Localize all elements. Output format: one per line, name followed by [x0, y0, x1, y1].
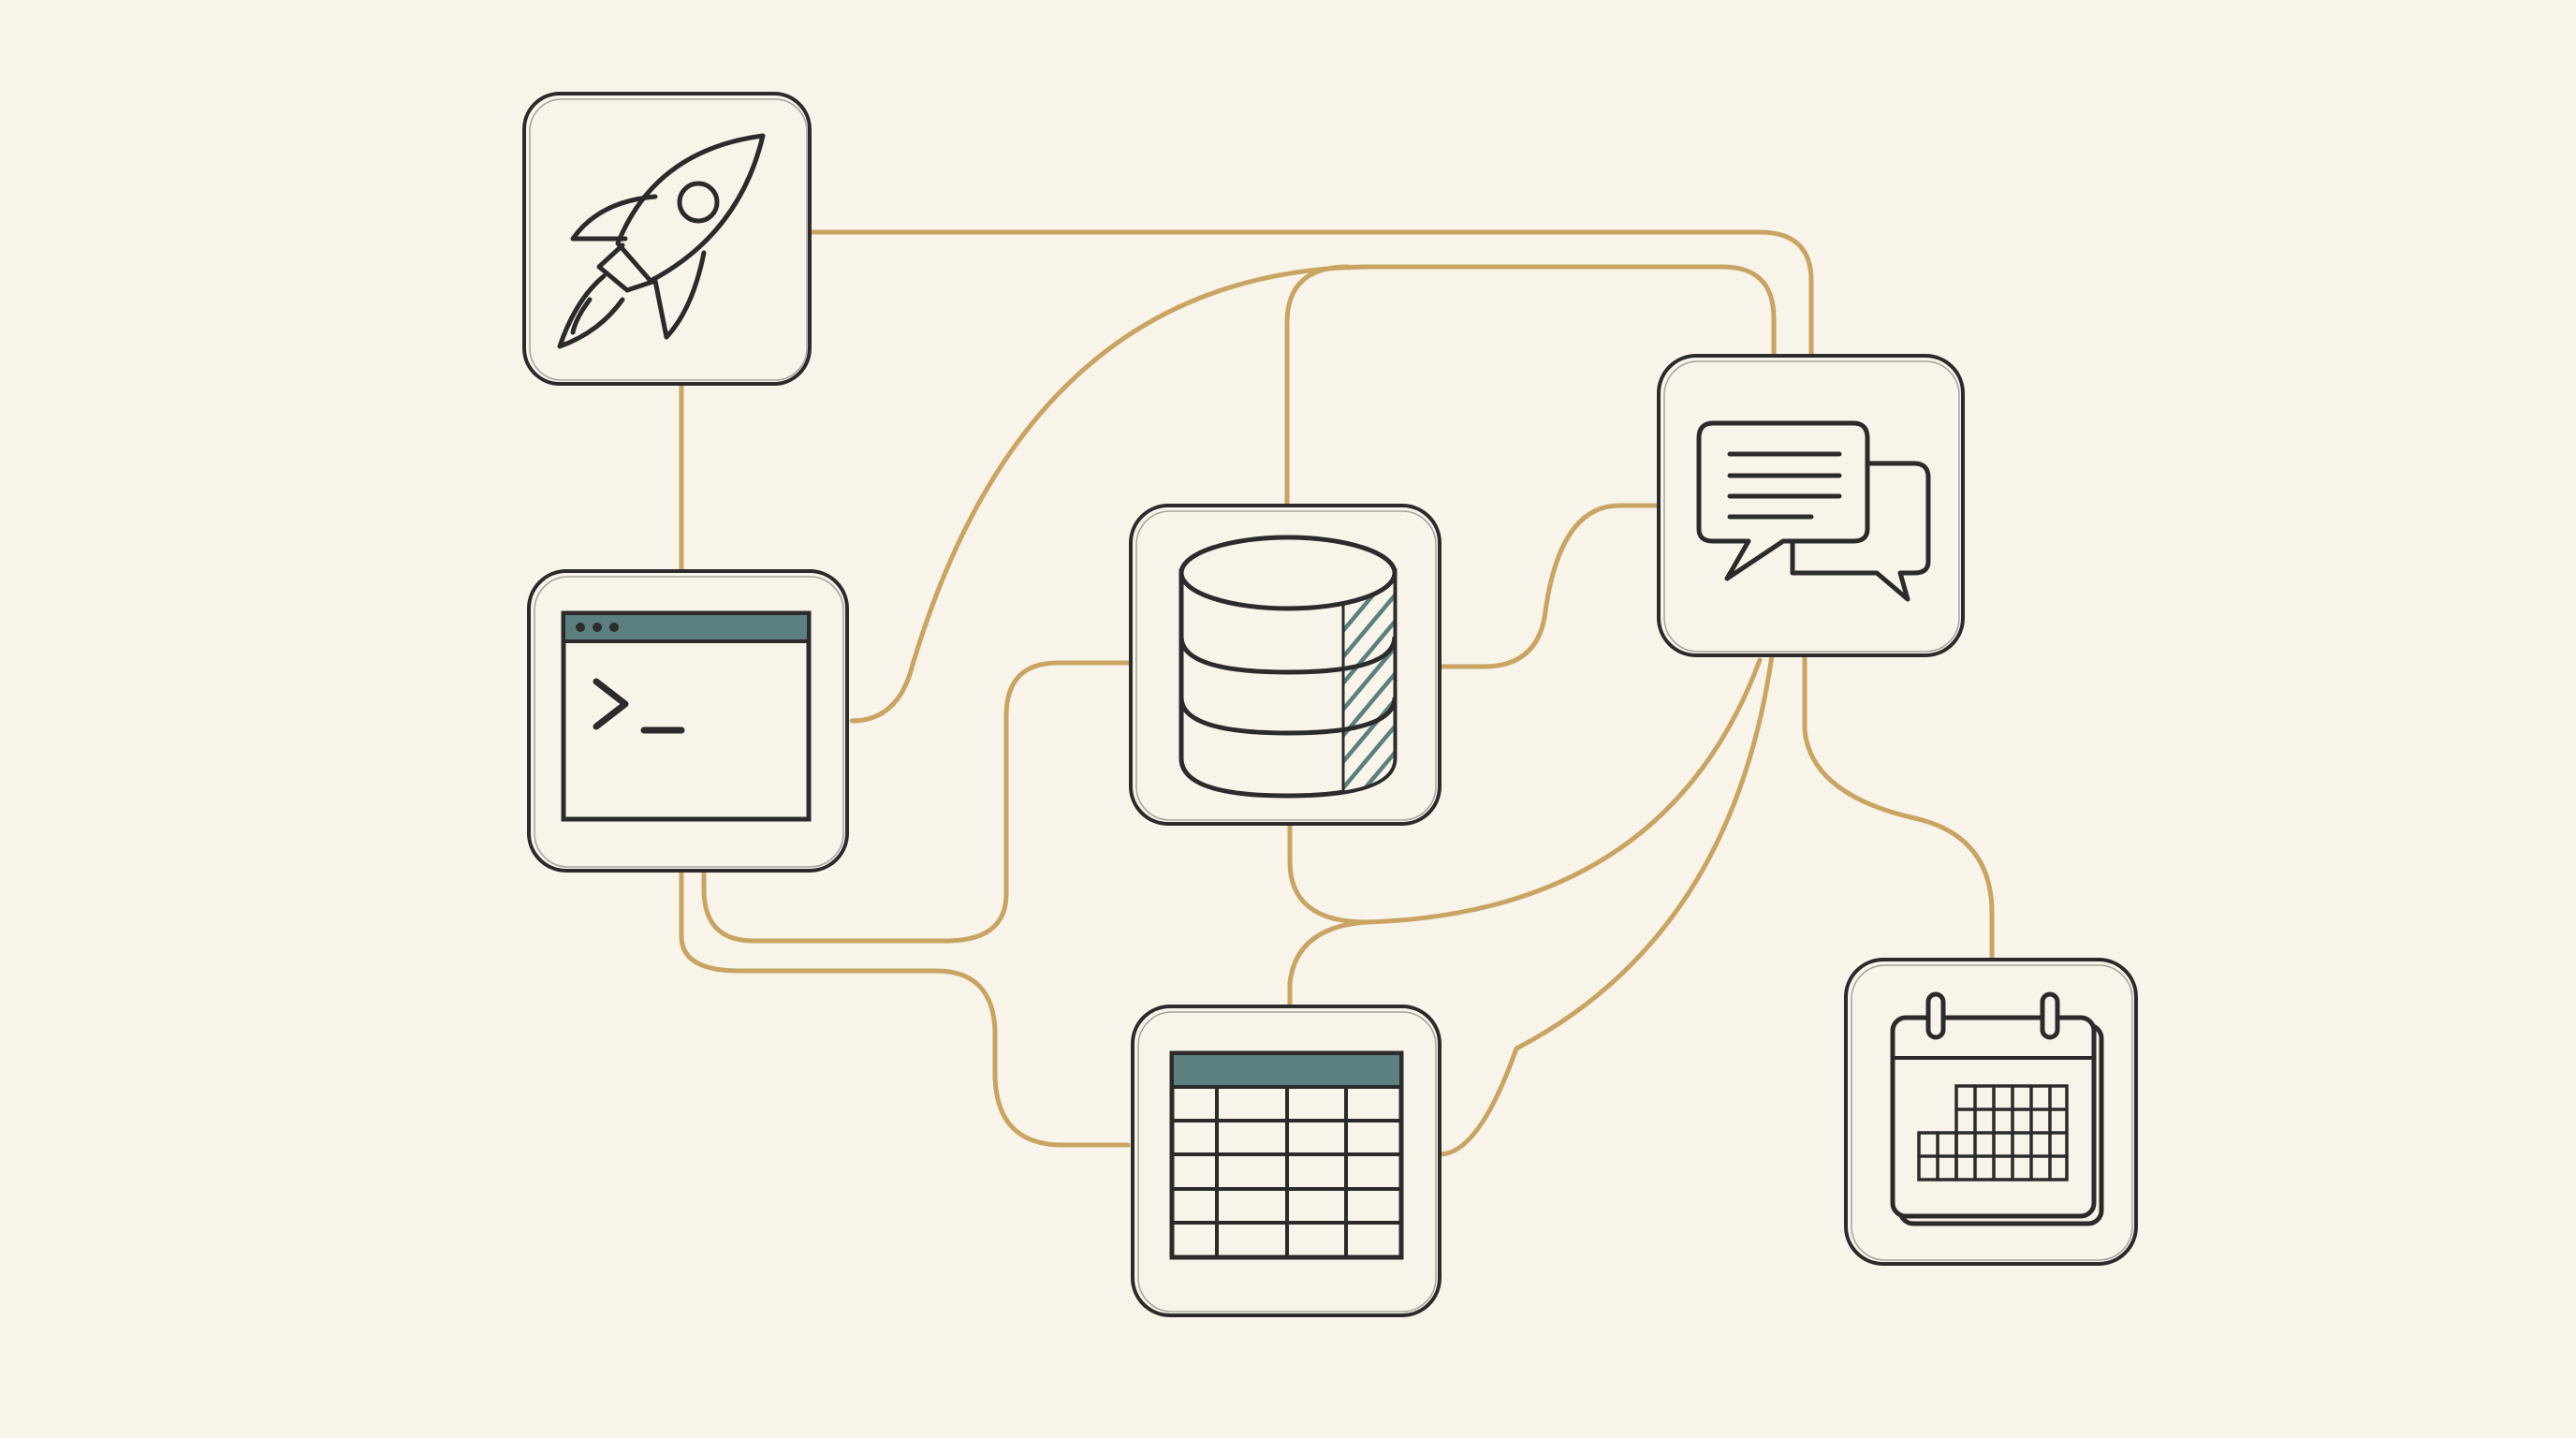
rocket-icon	[557, 133, 766, 349]
node-rocket[interactable]	[522, 92, 812, 386]
node-database[interactable]	[1129, 504, 1442, 826]
terminal-icon	[561, 610, 812, 822]
edge-terminal-database	[701, 660, 1131, 944]
edge-chat-spreadsheet	[1437, 653, 1775, 1157]
edge-database-top	[1284, 264, 1351, 508]
database-icon	[1178, 535, 1398, 799]
edge-rocket-chat	[810, 229, 1814, 359]
edge-chat-calendar	[1802, 653, 1995, 962]
node-calendar[interactable]	[1844, 958, 2138, 1266]
edge-terminal-chat	[849, 264, 1777, 724]
connectors	[679, 229, 1995, 1157]
edge-spreadsheet-up	[1287, 919, 1369, 1009]
edge-database-spreadsheet	[1287, 657, 1763, 925]
edge-terminal-spreadsheet	[679, 868, 1131, 1148]
calendar-icon	[1890, 991, 2104, 1226]
node-chat[interactable]	[1657, 354, 1965, 657]
node-terminal[interactable]	[527, 569, 849, 873]
spreadsheet-icon	[1169, 1050, 1404, 1260]
node-spreadsheet[interactable]	[1131, 1005, 1442, 1317]
chat-icon	[1696, 420, 1931, 602]
edge-database-chat	[1437, 503, 1661, 669]
